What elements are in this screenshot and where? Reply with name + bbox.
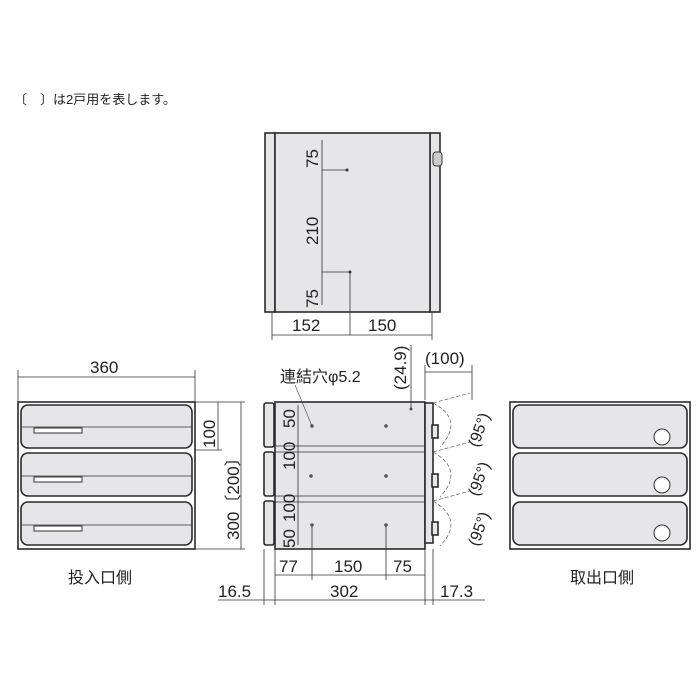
angle-95b: (95°) [466, 460, 494, 499]
front-drawer [20, 404, 193, 449]
lock-icon [653, 476, 671, 494]
angle-95a: (95°) [466, 411, 494, 450]
dim-150-top: 150 [368, 316, 396, 335]
dim-100-depth: (100) [425, 349, 465, 368]
dim-top-75a: 75 [303, 149, 322, 168]
angle-95c: (95°) [466, 510, 494, 549]
dim-300: 300〔200〕 [224, 449, 243, 540]
caption-retrieve-side: 取出口側 [570, 569, 634, 587]
hole-label: 連結穴φ5.2 [280, 368, 361, 386]
dim-100-front: 100 [200, 420, 219, 448]
back-drawer [512, 404, 688, 449]
dim-150-side: 150 [334, 557, 362, 576]
dim-152: 152 [292, 316, 320, 335]
dim-24-9: (24.9) [391, 346, 410, 390]
side-view: 50 100 100 50 連結穴φ5.2 (24.9) (100) (95°)… [218, 345, 494, 605]
dim-50a: 50 [280, 409, 299, 428]
note-text: 〔 〕は2戸用を表します。 [14, 92, 176, 107]
front-drawer [20, 452, 193, 497]
dim-302: 302 [330, 582, 358, 601]
top-view: 75 210 75 152 150 [264, 132, 443, 340]
back-drawer [512, 452, 688, 497]
door-swing-arcs [432, 392, 471, 547]
top-left-flange [264, 132, 276, 313]
dim-top-75b: 75 [303, 289, 322, 308]
dim-17-3: 17.3 [440, 582, 473, 601]
back-drawer [512, 501, 688, 546]
dim-16-5: 16.5 [218, 582, 251, 601]
dim-50b: 50 [280, 529, 299, 548]
dim-100a: 100 [280, 442, 299, 470]
dim-top-210: 210 [303, 217, 322, 245]
dim-75-side: 75 [393, 557, 412, 576]
top-panel [274, 132, 431, 313]
back-view: 取出口側 [509, 401, 691, 587]
dim-360: 360 [90, 358, 118, 377]
caption-insert-side: 投入口側 [68, 569, 132, 587]
front-view: 360 100 300〔200〕 投入口側 [17, 358, 245, 587]
side-body [274, 401, 426, 550]
lock-icon [653, 524, 671, 542]
front-drawer [20, 501, 193, 546]
knob-icon [432, 151, 443, 167]
lock-icon [653, 428, 671, 446]
dim-77: 77 [279, 557, 298, 576]
dim-100b: 100 [280, 494, 299, 522]
